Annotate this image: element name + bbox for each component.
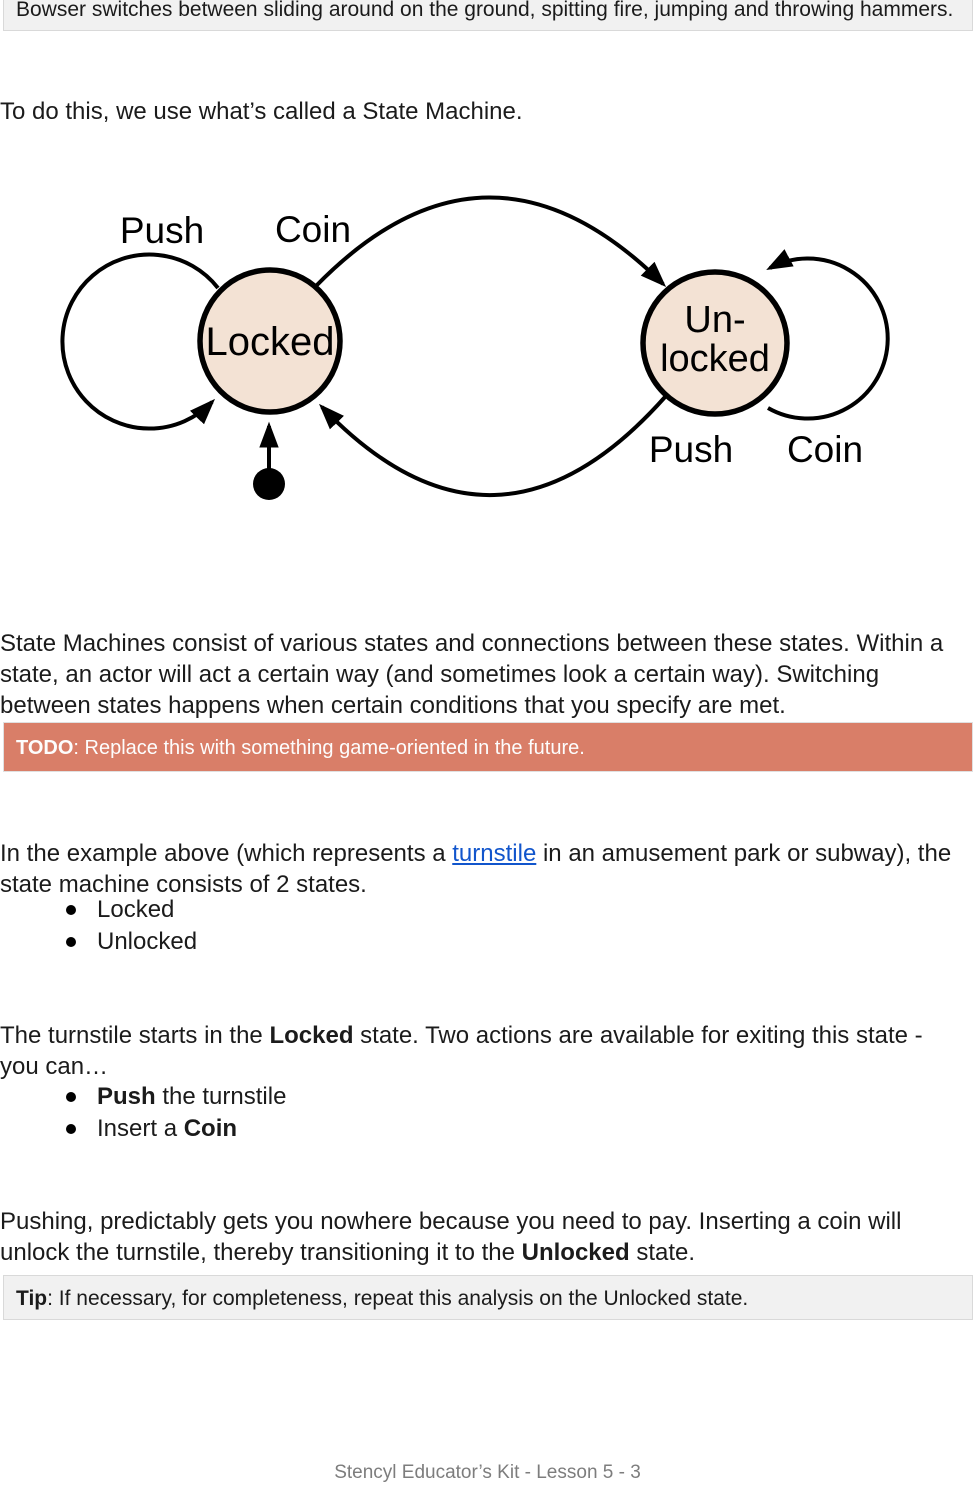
label-coin-self: Coin xyxy=(787,429,863,470)
state-machine-diagram: Push Coin Locked Un- locked Push Coin xyxy=(60,195,890,500)
quote-callout: Bowser switches between sliding around o… xyxy=(3,0,973,31)
paragraph-intro-text: To do this, we use what’s called a State… xyxy=(0,98,523,125)
initial-state-dot xyxy=(253,468,285,500)
paragraph-turnstile-start: The turnstile starts in the Locked state… xyxy=(0,989,975,1082)
paragraph-pushing-pre: Pushing, predictably gets you nowhere be… xyxy=(0,1208,902,1266)
states-list-item-text: Locked xyxy=(97,896,175,923)
quote-callout-text: Bowser switches between sliding around o… xyxy=(16,0,954,21)
states-list-item-unlocked: Unlocked xyxy=(0,926,900,958)
paragraph-pushing-bold: Unlocked xyxy=(521,1239,630,1266)
unlocked-state-circle xyxy=(640,269,790,417)
paragraph-example-pre: In the example above (which represents a xyxy=(0,840,453,867)
states-list-item-text: Unlocked xyxy=(97,928,198,955)
label-locked-state: Locked xyxy=(206,320,335,364)
push-self-loop-arrow xyxy=(60,252,220,431)
paragraph-state-machines-text: State Machines consist of various states… xyxy=(0,630,944,719)
paragraph-example: In the example above (which represents a… xyxy=(0,807,975,900)
action-pre: Insert a xyxy=(97,1115,184,1142)
paragraph-state-machines: State Machines consist of various states… xyxy=(0,597,975,721)
tip-callout: Tip: If necessary, for completeness, rep… xyxy=(3,1275,973,1320)
paragraph-pushing: Pushing, predictably gets you nowhere be… xyxy=(0,1175,975,1268)
turnstile-link[interactable]: turnstile xyxy=(452,840,537,867)
todo-callout-text: : Replace this with something game-orien… xyxy=(73,737,585,759)
coin-self-loop-arrow xyxy=(766,249,890,421)
paragraph-turnstile-bold: Locked xyxy=(269,1022,354,1049)
paragraph-example-post: in an amusement park or subway), the sta… xyxy=(0,840,952,898)
coin-transition-arrow xyxy=(314,195,667,288)
tip-callout-text: : If necessary, for completeness, repeat… xyxy=(47,1287,749,1310)
bullet-icon xyxy=(66,937,76,947)
paragraph-pushing-post: state. xyxy=(629,1239,696,1266)
page-footer-text: Stencyl Educator’s Kit - Lesson 5 - 3 xyxy=(334,1462,641,1483)
label-coin-transition: Coin xyxy=(275,209,351,250)
paragraph-turnstile-post: state. Two actions are available for exi… xyxy=(0,1022,923,1080)
label-push-self: Push xyxy=(120,210,204,251)
bullet-icon xyxy=(66,1092,76,1102)
paragraph-intro: To do this, we use what’s called a State… xyxy=(0,65,975,127)
states-list: Locked Unlocked xyxy=(0,894,900,958)
locked-state-circle xyxy=(197,267,343,415)
actions-list-item-push: Push the turnstile xyxy=(0,1081,900,1113)
label-unlocked-state-line1: Un- xyxy=(684,299,745,341)
action-bold: Coin xyxy=(183,1115,238,1142)
label-push-transition: Push xyxy=(649,429,733,470)
todo-callout-label: TODO xyxy=(16,737,74,759)
action-bold: Push xyxy=(97,1083,156,1110)
paragraph-turnstile-pre: The turnstile starts in the xyxy=(0,1022,270,1049)
page-footer: Stencyl Educator’s Kit - Lesson 5 - 3 xyxy=(0,1462,975,1484)
actions-list: Push the turnstile Insert a Coin xyxy=(0,1081,900,1145)
actions-list-item-coin: Insert a Coin xyxy=(0,1113,900,1145)
action-post: the turnstile xyxy=(155,1083,287,1110)
label-unlocked-state-line2: locked xyxy=(660,338,770,380)
bullet-icon xyxy=(66,905,76,915)
bullet-icon xyxy=(66,1124,76,1134)
todo-callout: TODO: Replace this with something game-o… xyxy=(3,722,973,772)
states-list-item-locked: Locked xyxy=(0,894,900,926)
push-transition-arrow xyxy=(319,395,667,497)
tip-callout-label: Tip xyxy=(16,1287,48,1310)
